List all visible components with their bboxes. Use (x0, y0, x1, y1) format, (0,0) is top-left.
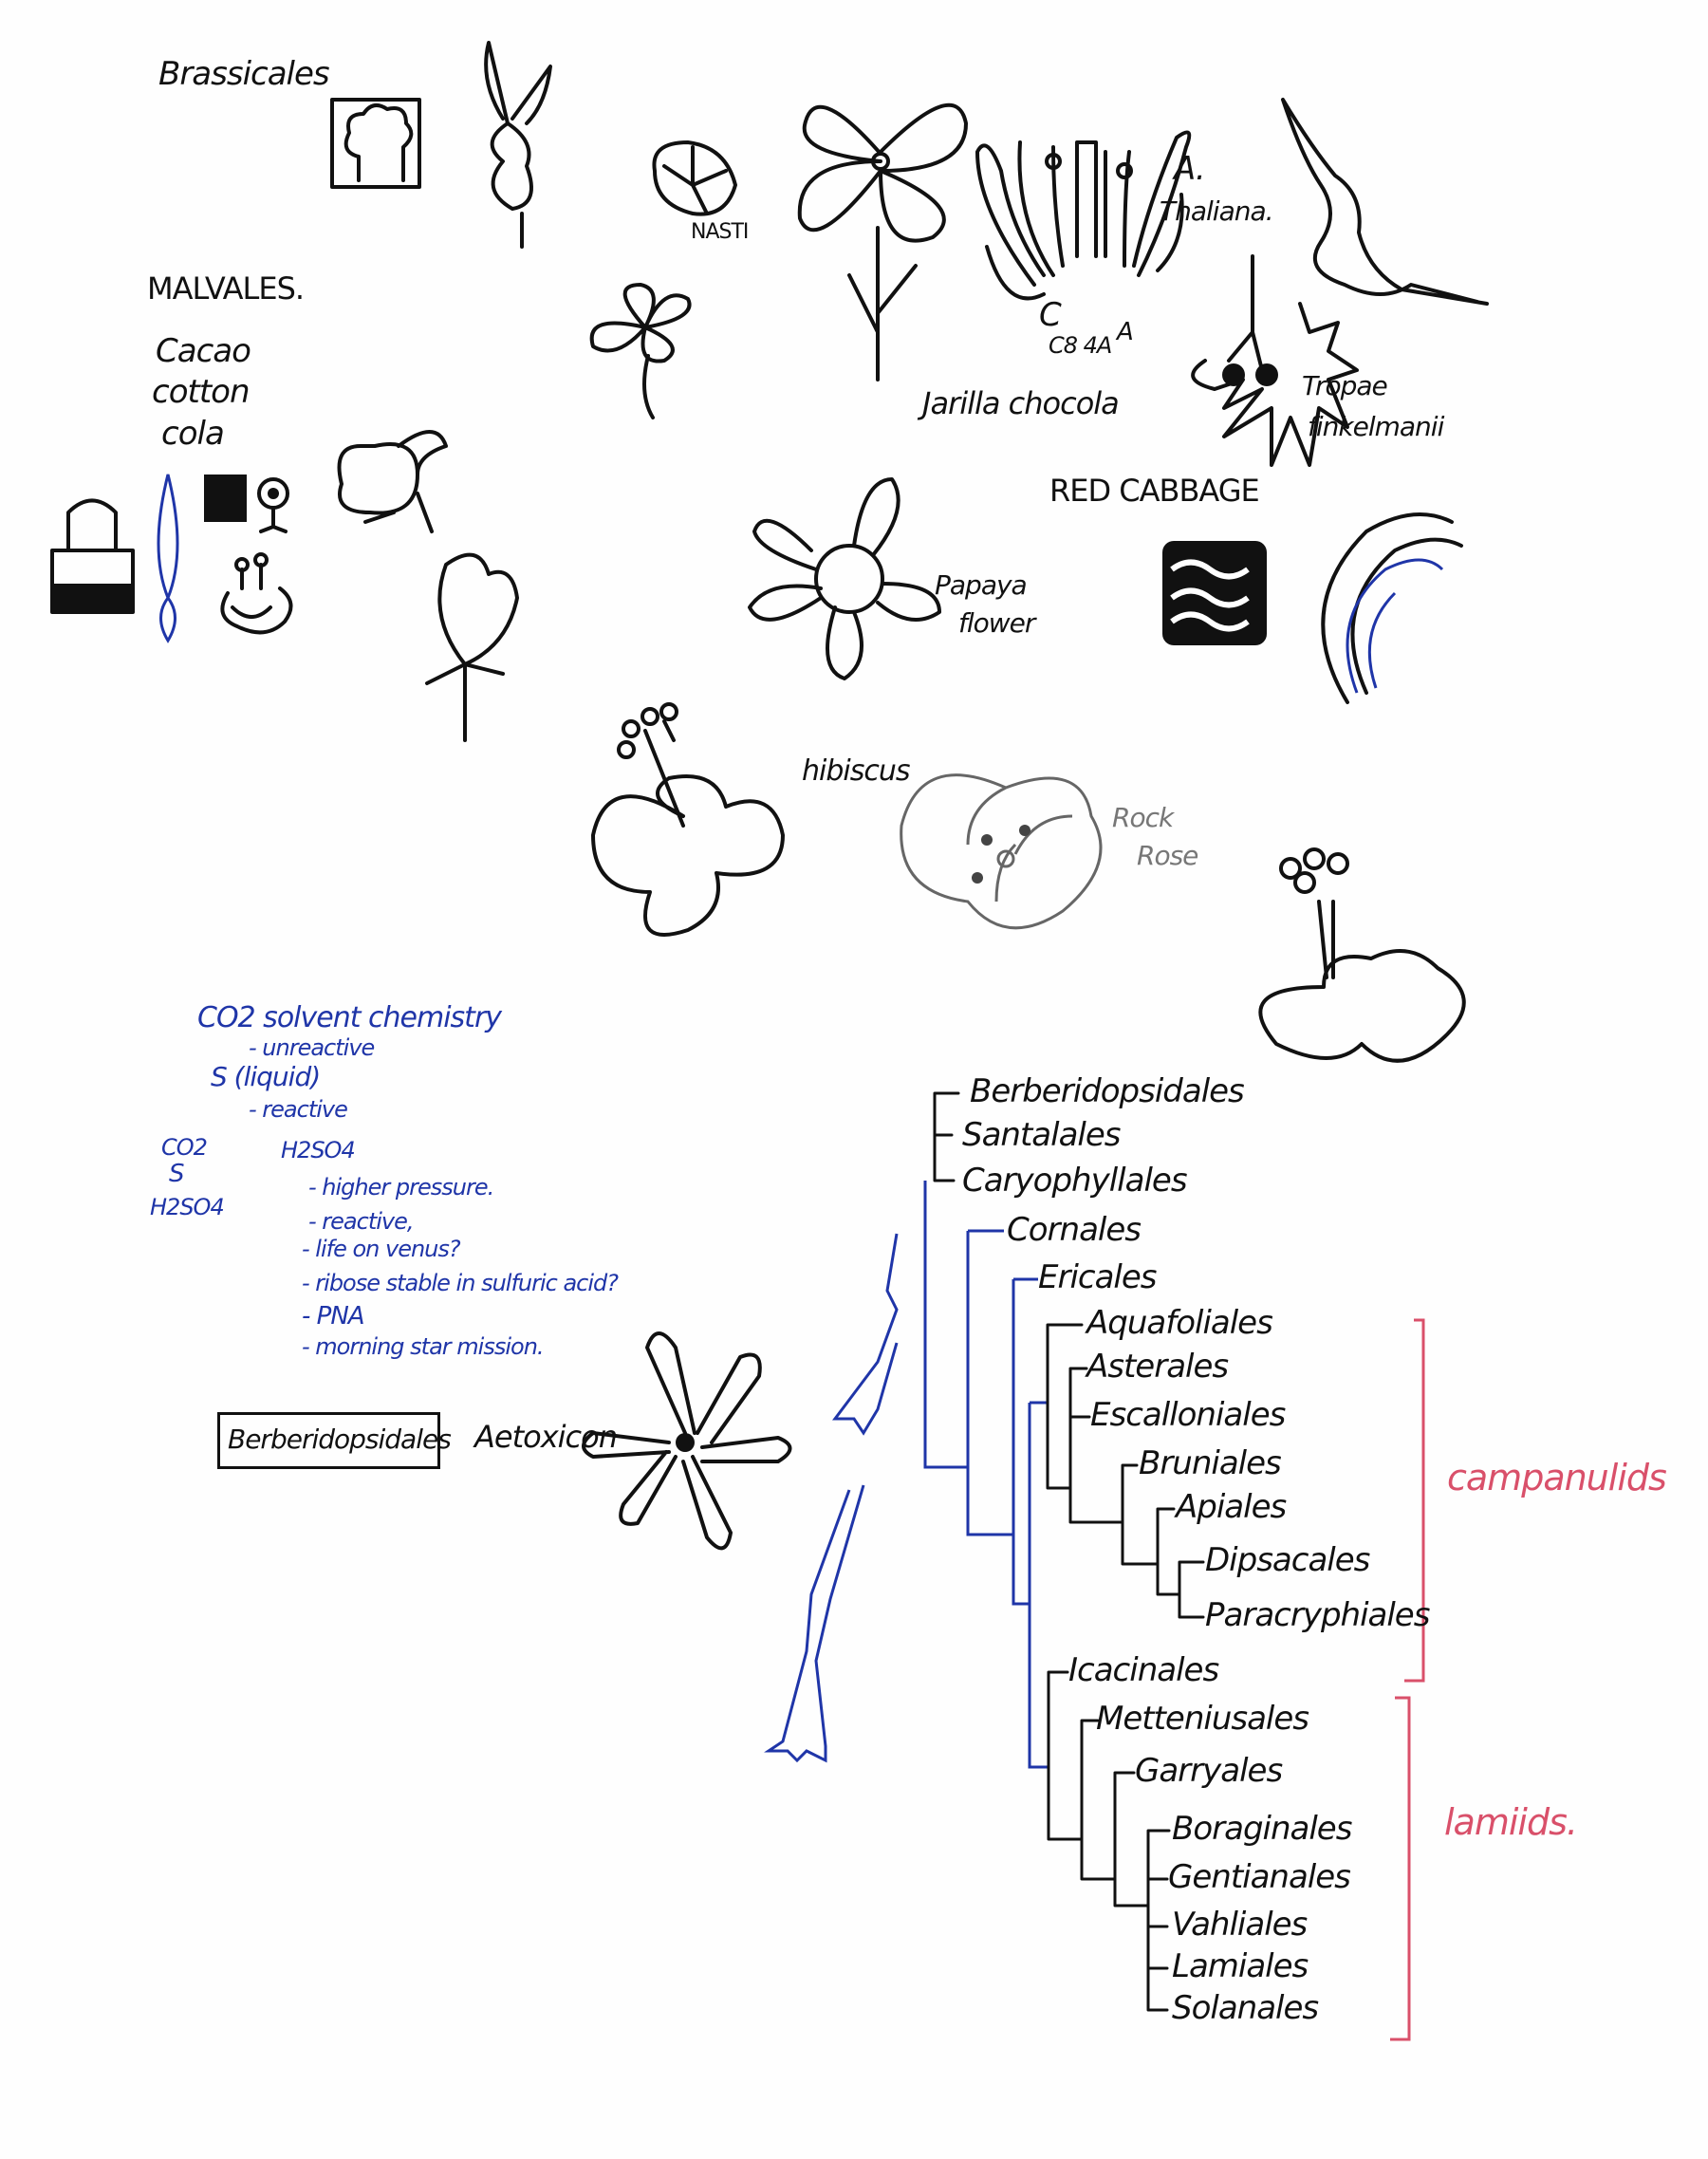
taxon-label: Santalales (962, 1116, 1121, 1154)
phylogenetic-tree (923, 1091, 1205, 2012)
lamiids-bracket (1390, 1696, 1411, 2041)
taxon-label: Garryales (1135, 1752, 1283, 1790)
taxon-label: Caryophyllales (962, 1162, 1188, 1200)
berberidopsidales-box (217, 1412, 440, 1469)
small-flower-sketch (589, 283, 692, 419)
label-rock-rose: Rock (1112, 802, 1174, 833)
note-title: CO2 solvent chemistry (197, 1001, 502, 1034)
aetoxicon-flower-sketch (582, 1331, 792, 1551)
note-point: - ribose stable in sulfuric acid? (302, 1270, 619, 1296)
heading-malvales: MALVALES. (147, 270, 305, 307)
taxon-label: Solanales (1172, 1989, 1319, 2027)
label-rock-rose: Rose (1137, 840, 1198, 871)
note-point: - morning star mission. (302, 1333, 545, 1360)
radish-sketch (484, 41, 552, 249)
note-point: - higher pressure. (308, 1174, 494, 1200)
heading-brassicales: Brassicales (158, 55, 330, 93)
taxon-label: Gentianales (1168, 1858, 1351, 1896)
label-tropae: finkelmanii (1308, 411, 1444, 442)
label-nasti: NASTI (691, 220, 749, 244)
four-petal-flower-sketch (797, 102, 968, 382)
label-berberidopsidales: Berberidopsidales (228, 1424, 452, 1455)
taxon-label: Cornales (1007, 1211, 1142, 1249)
taxon-label: Aquafoliales (1086, 1304, 1273, 1342)
nasturtium-leaf-sketch (652, 140, 737, 216)
label-c: C (1039, 296, 1062, 334)
note-point: - PNA (302, 1302, 365, 1331)
campanulids-bracket (1404, 1318, 1425, 1683)
root-vegetable-sketch (1281, 98, 1489, 306)
note-point: - reactive, (308, 1208, 414, 1235)
label-aetoxicon: Aetoxicon (474, 1419, 618, 1455)
cacao-bag-icon (50, 498, 135, 614)
hibiscus-sketch (591, 702, 785, 937)
label-papaya: flower (958, 607, 1035, 639)
taxon-label: Dipsacales (1205, 1541, 1370, 1579)
label-a-thaliana: Thaliana. (1160, 195, 1274, 227)
group-label-lamiids: lamiids. (1444, 1801, 1578, 1843)
taxon-label: Asterales (1086, 1348, 1229, 1386)
taxon-label: Vahliales (1172, 1906, 1308, 1944)
cola-sketch (157, 474, 179, 643)
taxon-label: Paracryphiales (1205, 1596, 1430, 1634)
taxon-label: Berberidopsidales (970, 1072, 1245, 1110)
taxon-label: Apiales (1176, 1488, 1287, 1526)
note-list-item: S (169, 1160, 184, 1188)
malvales-example: cola (161, 415, 225, 453)
note-point: - unreactive (249, 1034, 375, 1061)
note-h2so4: H2SO4 (281, 1137, 356, 1163)
note-point: - life on venus? (302, 1236, 461, 1262)
label-a: A (1117, 318, 1134, 346)
label-a-thaliana: A. (1174, 150, 1206, 188)
group-label-campanulids: campanulids (1447, 1457, 1667, 1498)
tropaeolum-flower-sketch (1191, 254, 1359, 467)
note-point: - reactive (249, 1096, 348, 1123)
label-tropae: Tropae (1302, 370, 1388, 401)
arabidopsis-flower-sketch (975, 130, 1192, 301)
taxon-label: Ericales (1038, 1258, 1158, 1296)
label-hibiscus: hibiscus (802, 754, 910, 788)
malvales-example: cotton (152, 373, 251, 411)
note-list-item: CO2 (161, 1134, 208, 1161)
label-c8-4a: C8 4A (1049, 332, 1112, 359)
label-papaya: Papaya (935, 569, 1028, 601)
label-jarilla-chocola: Jarilla chocola (922, 385, 1120, 421)
note-list-item: H2SO4 (150, 1194, 225, 1220)
label-red-cabbage: RED CABBAGE (1049, 473, 1260, 509)
taxon-label: Boraginales (1172, 1810, 1352, 1848)
malvales-example: Cacao (156, 332, 251, 370)
broccoli-sketch (330, 98, 421, 189)
taxon-label: Bruniales (1139, 1444, 1282, 1482)
taxon-label: Escalloniales (1090, 1396, 1286, 1434)
cotton-boll-sketch (204, 430, 519, 742)
red-cabbage-sketch (1162, 512, 1463, 704)
taxon-label: Icacinales (1068, 1651, 1219, 1689)
hibiscus-small-sketch (1258, 847, 1466, 1063)
taxon-label: Metteniusales (1096, 1700, 1309, 1738)
note-s-liquid: S (liquid) (211, 1061, 321, 1092)
campanula-flowers-sketch (764, 1233, 899, 1763)
taxon-label: Lamiales (1172, 1947, 1309, 1985)
papaya-flower-sketch (748, 477, 941, 680)
rock-rose-sketch (900, 773, 1103, 930)
